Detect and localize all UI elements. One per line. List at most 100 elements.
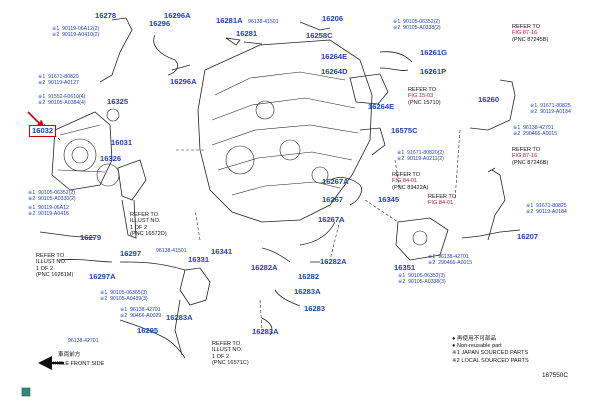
part-number[interactable]: 16297 xyxy=(120,249,142,258)
part-number[interactable]: 16258C xyxy=(306,31,333,40)
part-number[interactable]: 16278 xyxy=(95,11,117,20)
pump-hub xyxy=(71,146,89,164)
refer-fig-link[interactable]: FIG 84-01 xyxy=(428,200,454,207)
engine-detail xyxy=(311,166,329,184)
part-number[interactable]: 16282 xyxy=(298,272,320,281)
engine-detail xyxy=(214,71,346,96)
legend-swatch xyxy=(21,387,31,397)
bolt-group: ※1 90105-06352(2) ※2 90105-A0330(2) xyxy=(28,190,76,203)
hose-16295 xyxy=(119,319,186,359)
engine-detail xyxy=(211,97,356,121)
refer-illust[interactable]: ILLUST NO. xyxy=(36,259,67,266)
refer-fig-link[interactable]: FIG 15-03 xyxy=(408,93,434,100)
part-number[interactable]: 16296A xyxy=(170,77,197,86)
hose-16282a xyxy=(261,247,291,263)
refer-to-block[interactable]: REFER TO ILLUST NO. 1 OF 2 (PNC 16281M) xyxy=(36,253,73,279)
engine-detail xyxy=(217,151,353,171)
part-number[interactable]: 16326 xyxy=(100,154,122,163)
part-number[interactable]: 16279 xyxy=(80,233,102,242)
part-number[interactable]: 16261G xyxy=(420,48,448,57)
part-number[interactable]: 16283A xyxy=(252,327,279,336)
part-number[interactable]: 16267 xyxy=(322,195,344,204)
legend-local-sourced: ※2 LOCAL SOURCED PARTS xyxy=(452,357,529,364)
part-number[interactable]: 16260 xyxy=(478,95,500,104)
legend-non-reuse-en: ● Non-reusable part xyxy=(452,343,502,350)
refer-fig-link[interactable]: FIG 84-01 xyxy=(392,178,418,185)
part-number[interactable]: 16267A xyxy=(318,215,345,224)
bolt-group: ※1 91671-80820(2) ※2 90119-A0211(2) xyxy=(397,150,445,163)
pipe-16207 xyxy=(487,169,506,241)
water-inlet-16351 xyxy=(395,217,449,261)
part-number[interactable]: 16295 xyxy=(137,326,159,335)
part-number[interactable]: 16264E xyxy=(321,52,348,61)
part-number[interactable]: 16264E xyxy=(368,102,395,111)
bolt-group: ※1 90119-06A12(2) ※2 90119-A0410(2) xyxy=(52,26,100,39)
refer-to-block[interactable]: REFER TO FIG 84-01 (PNC 89422A) xyxy=(392,172,428,191)
part-number[interactable]: 16267A xyxy=(322,177,349,186)
water-pump-housing xyxy=(51,111,113,191)
hose-16296 xyxy=(153,34,179,76)
refer-to-block[interactable]: REFER TO ILLUST NO. 1 OF 2 (PNC 16571C) xyxy=(212,341,249,367)
part-number[interactable]: 16283A xyxy=(294,287,321,296)
engine-detail xyxy=(211,124,359,146)
bolt-group: ※1 91671-80825 ※2 90119-A0184 xyxy=(530,103,571,116)
highlighted-part-number[interactable]: 16032 xyxy=(29,125,57,137)
bolt-group: ※1 90105-06365(3) ※2 90105-A0439(3) xyxy=(100,290,148,303)
part-number[interactable]: 16031 xyxy=(111,138,133,147)
part-number[interactable]: 16282A xyxy=(251,263,278,272)
refer-sheet: 1 OF 2 xyxy=(130,224,148,231)
part-number[interactable]: 16341 xyxy=(211,247,233,256)
refer-to-block[interactable]: REFER TO FIG 15-03 (PNC 15710) xyxy=(408,87,441,106)
part-number[interactable]: 16206 xyxy=(322,14,344,23)
bolt-group: ※1 91671-80820 ※2 90119-A0127 xyxy=(38,74,79,87)
refer-fig-link[interactable]: FIG 87-16 xyxy=(512,30,538,37)
part-number[interactable]: 16325 xyxy=(107,97,129,106)
refer-illust[interactable]: ILLUST NO. xyxy=(212,347,243,354)
hose-16297 xyxy=(119,261,186,271)
leader-line xyxy=(194,209,201,241)
part-number[interactable]: 96138-41501 xyxy=(156,248,187,254)
refer-illust[interactable]: ILLUST NO. xyxy=(130,218,161,225)
part-number[interactable]: 16331 xyxy=(188,255,210,264)
part-number[interactable]: 16297A xyxy=(89,272,116,281)
part-number[interactable]: 16283A xyxy=(166,313,193,322)
part-number[interactable]: 16281A xyxy=(216,16,243,25)
refer-to-block[interactable]: REFER TO ILLUST NO. 1 OF 2 (PNC 16572D) xyxy=(130,212,167,238)
oil-cooler-16331 xyxy=(179,267,211,306)
thermostat-pipe xyxy=(121,199,137,239)
part-number[interactable]: 16296 xyxy=(149,19,171,28)
engine-detail xyxy=(231,181,341,196)
refer-line: REFER TO xyxy=(512,147,541,153)
leader-line xyxy=(364,199,399,223)
thermostat-housing xyxy=(117,159,147,201)
legend-non-reuse-jp: ● 再使用不可部品 xyxy=(452,336,497,342)
part-number[interactable]: 16282A xyxy=(320,257,347,266)
refer-line: REFER TO xyxy=(512,24,541,30)
part-number[interactable]: 16345 xyxy=(378,195,400,204)
part-number[interactable]: 96138-41501 xyxy=(248,19,279,25)
part-number[interactable]: 16207 xyxy=(517,232,539,241)
refer-to-block[interactable]: REFER TO FIG 84-01 xyxy=(428,194,456,207)
o-ring-gasket xyxy=(106,108,120,122)
bolt-group: ※1 91552-F0610(4) ※2 90105-A0384(4) xyxy=(38,94,86,107)
refer-line: REFER TO xyxy=(212,341,241,347)
part-number[interactable]: 16296A xyxy=(164,11,191,20)
pipe-16207b xyxy=(461,229,521,239)
leader-line xyxy=(454,129,461,201)
refer-fig-link[interactable]: FIG 87-16 xyxy=(512,153,538,160)
refer-pnc: (PNC 15710) xyxy=(408,99,441,106)
refer-pnc: (PNC 16572D) xyxy=(130,231,167,238)
part-number[interactable]: 16575C xyxy=(391,126,418,135)
part-number[interactable]: 16351 xyxy=(394,263,416,272)
direction-en: VEHICLE FRONT SIDE xyxy=(45,361,105,367)
part-number[interactable]: 16283 xyxy=(304,304,326,313)
refer-pnc: (PNC 87246B) xyxy=(512,159,549,166)
refer-to-block[interactable]: REFER TO FIG 87-16 (PNC 87246B) xyxy=(512,147,548,166)
refer-to-block[interactable]: REFER TO FIG 87-16 (PNC 87245B) xyxy=(512,24,548,43)
part-number[interactable]: 96138-42701 xyxy=(68,338,99,344)
part-number[interactable]: 16261P xyxy=(420,67,447,76)
refer-line: REFER TO xyxy=(392,172,421,178)
part-number[interactable]: 16264D xyxy=(321,67,348,76)
part-number[interactable]: 16281 xyxy=(236,29,258,38)
